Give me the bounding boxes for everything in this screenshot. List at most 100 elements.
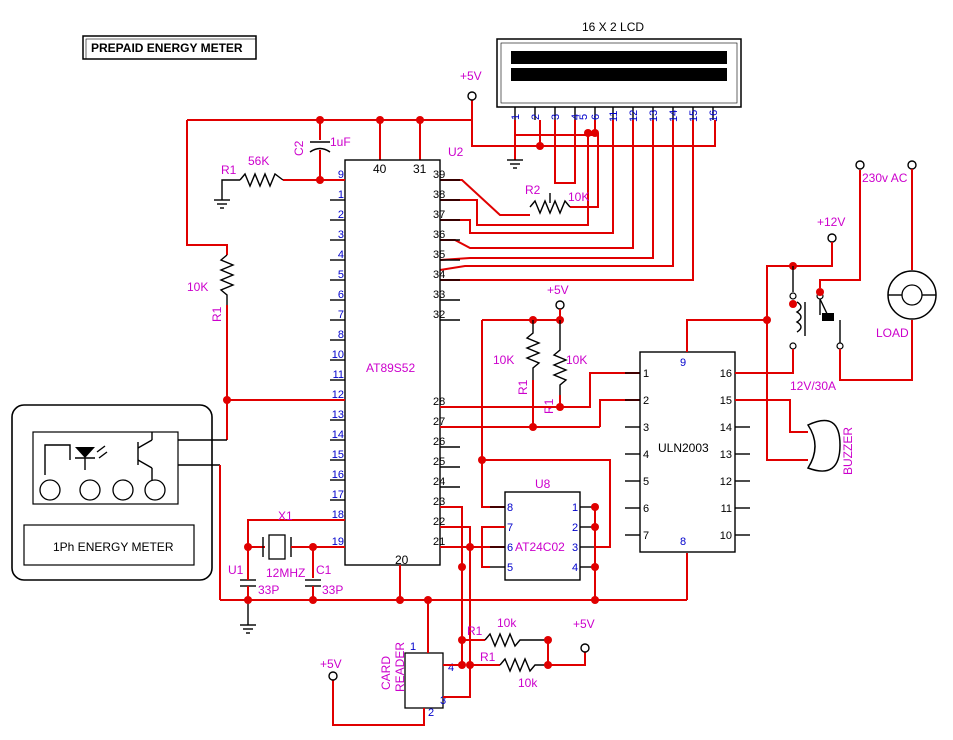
mcu-pin-1: 1 [338,189,344,201]
mcu-pin-38: 38 [433,189,445,201]
mcu-pin-26: 26 [433,436,445,448]
mcu-pin-17: 17 [332,489,344,501]
eeprom-at24c02: U8 AT24C02 8 7 6 5 1 2 3 4 [481,477,599,600]
meter-label: 1Ph ENERGY METER [53,540,174,554]
lcd-pin-16: 16 [708,110,720,122]
mcu-pin-14: 14 [332,429,344,441]
mcu-ref: U2 [448,145,464,159]
mcu-pin-7: 7 [338,309,344,321]
rpull1-ref: R1 [516,379,530,395]
c2-value: 1uF [330,135,351,149]
relay-label: 12V/30A [790,379,836,393]
power-rail-top: +5V [186,69,716,255]
ac-label: 230v AC [862,171,908,185]
uln-pin-1: 1 [643,368,649,380]
uln-pin-15: 15 [720,395,732,407]
uln-pin-16: 16 [720,368,732,380]
page-title: PREPAID ENERGY METER [91,41,243,55]
uln-pin-8: 8 [680,536,686,548]
c1-value: 33P [322,583,343,597]
reset-circuit: C2 1uF R1 56K [214,135,351,209]
vcc-bottom-label: +5V [320,657,342,671]
eeprom-pin-4: 4 [572,562,578,574]
rpull2-value: 10K [566,353,587,367]
mcu-pin-3: 3 [338,229,344,241]
uln-pin-12: 12 [720,476,732,488]
uln-pin-7: 7 [643,530,649,542]
r1-ref: R1 [221,163,237,177]
x1-value: 12MHZ [266,566,305,580]
mcu-pin-25: 25 [433,456,445,468]
lcd-pin-2: 2 [530,114,542,120]
vcc-top-label: +5V [460,69,482,83]
lcd-pin-5: 5 [578,114,590,120]
card-pin-3: 3 [440,695,446,707]
eeprom-ref: U8 [535,477,551,491]
eeprom-pin-3: 3 [572,542,578,554]
vcc-right-label: +5V [573,617,595,631]
c1-ref: C1 [316,563,332,577]
mcu-pin-15: 15 [332,449,344,461]
lcd-pin-3: 3 [550,114,562,120]
resistor-r1-10k: 10K R1 [187,254,345,440]
r1b-ref: R1 [210,306,224,322]
uln-name: ULN2003 [658,441,709,455]
card-label-2: READER [393,642,407,692]
mcu-pin-40: 40 [373,162,387,176]
title-box: PREPAID ENERGY METER [82,35,257,60]
eeprom-pin-6: 6 [507,542,513,554]
lcd-pins: 1 2 3 4 5 6 11 12 13 14 15 16 [510,107,720,122]
pullup-network: +5V 10K R1 10K R1 [440,283,640,570]
mcu-pin-8: 8 [338,329,344,341]
energy-meter: 1Ph ENERGY METER [11,404,227,600]
x1-ref: X1 [278,509,293,523]
card-pin-1: 1 [410,641,416,653]
rcard2-ref: R1 [480,650,496,664]
mcu-pin-35: 35 [433,249,445,261]
uln-pin-10: 10 [720,530,732,542]
lcd-pin-15: 15 [688,110,700,122]
mcu-pin-6: 6 [338,289,344,301]
uln-pin-2: 2 [643,395,649,407]
mcu-pin-11: 11 [333,369,344,381]
load-circuit: 230v AC LOAD [855,160,937,340]
relay-circuit: +12V 12V/30A [735,170,913,461]
mcu-pin-32: 32 [433,309,445,321]
mcu-pin-23: 23 [433,496,445,508]
lcd-pin-12: 12 [628,110,640,122]
r1-value: 56K [248,154,269,168]
mcu-pin-39: 39 [433,169,445,181]
mcu-pin-18: 18 [332,509,344,521]
eeprom-pin-2: 2 [572,522,578,534]
uln-pin-4: 4 [643,449,649,461]
mcu-pin-37: 37 [433,209,445,221]
mcu-at89s52: AT89S52 U2 40 31 20 91234567810111213141… [330,145,464,600]
mcu-pin-9: 9 [338,169,344,181]
buzzer-label: BUZZER [841,427,855,475]
vcc-mid-label: +5V [547,283,569,297]
mcu-pin-4: 4 [338,249,344,261]
mcu-pin-21: 21 [433,536,445,548]
card-label-1: CARD [379,656,393,690]
lcd-module: 16 X 2 LCD 1 2 3 4 5 6 11 12 13 14 [496,20,742,122]
lcd-label: 16 X 2 LCD [582,20,644,34]
mcu-pin-27: 27 [433,416,445,428]
buzzer: BUZZER [806,419,855,475]
mcu-pin-2: 2 [338,209,344,221]
eeprom-pin-8: 8 [507,502,513,514]
mcu-pin-12: 12 [332,389,344,401]
r1b-value: 10K [187,280,208,294]
card-pullups: +5V R1 10k R1 10k [467,616,595,690]
uln-pin-11: 11 [721,503,732,515]
lcd-pin-11: 11 [608,111,620,122]
mcu-pin-31: 31 [413,162,427,176]
mcu-pin-19: 19 [332,536,344,548]
oscillator: X1 12MHZ U1 33P C1 33P [228,509,345,634]
rpull1-value: 10K [493,353,514,367]
lcd-pin-13: 13 [648,110,660,122]
eeprom-pin-7: 7 [507,522,513,534]
